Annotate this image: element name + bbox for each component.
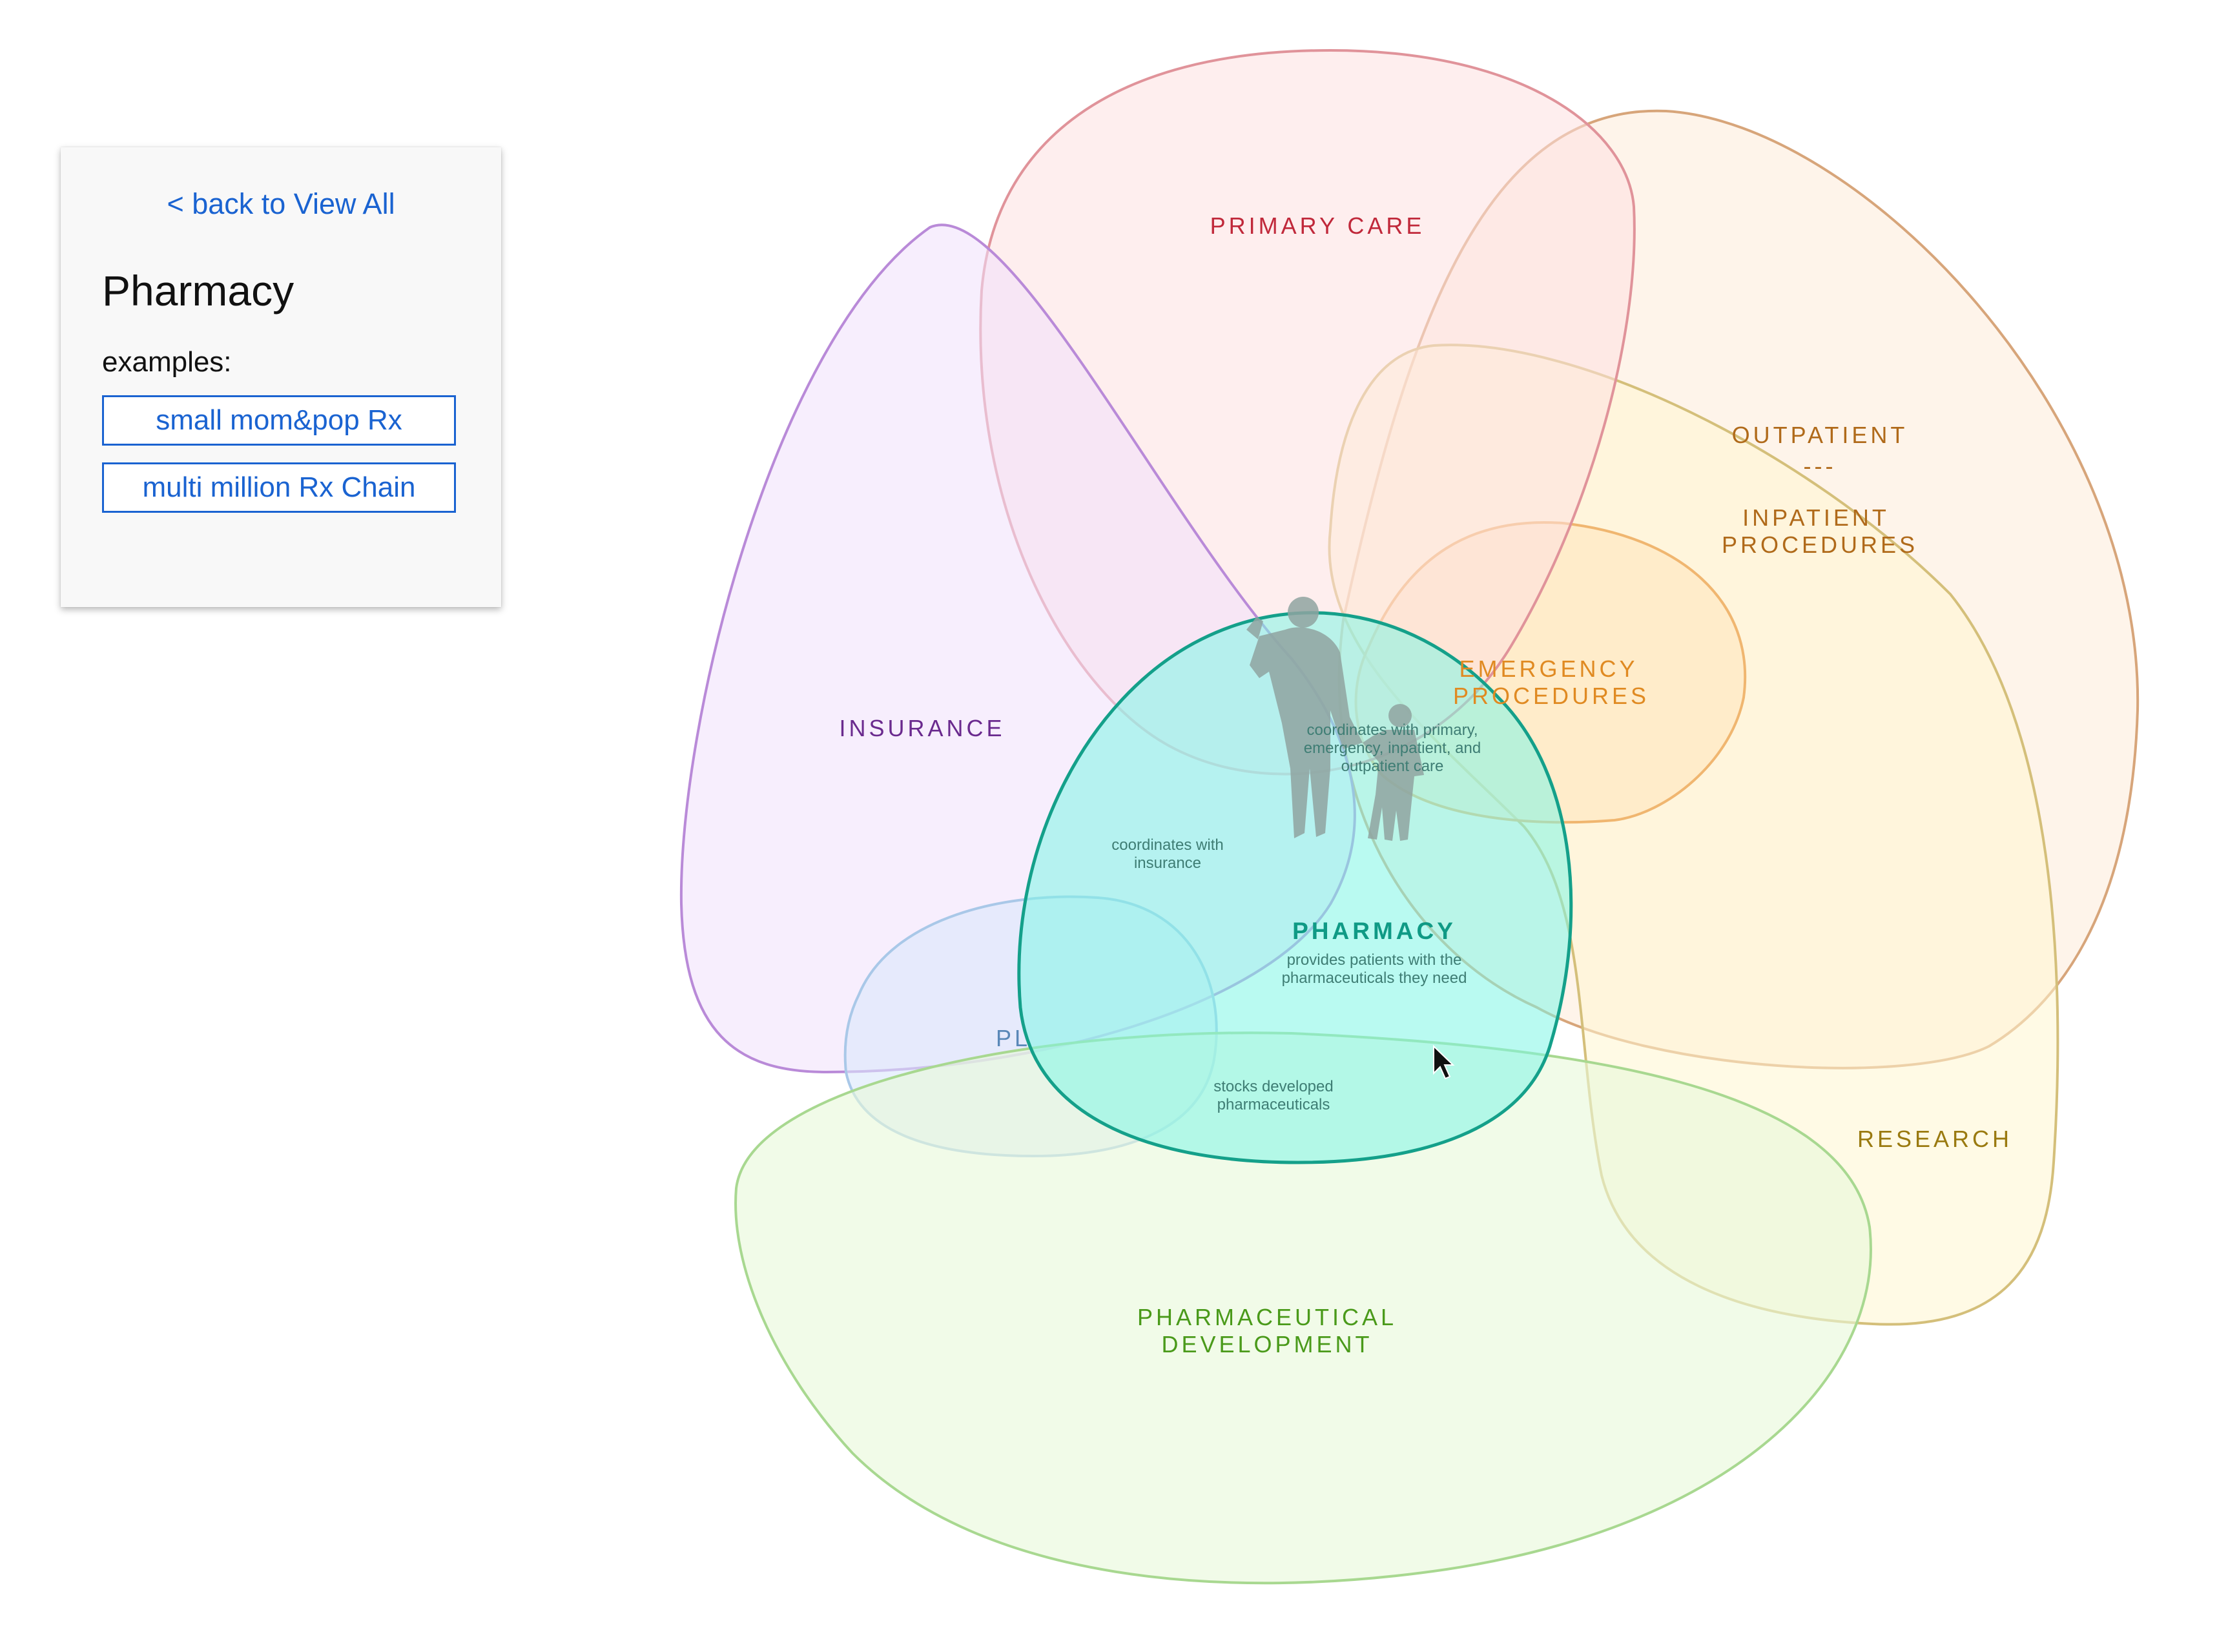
note-care-line2: emergency, inpatient, and bbox=[1304, 739, 1481, 757]
label-pharma-dev-line2: DEVELOPMENT bbox=[1161, 1331, 1372, 1358]
label-plans-partial: PL bbox=[996, 1025, 1031, 1051]
note-stocks-line1: stocks developed bbox=[1213, 1078, 1333, 1095]
cursor-arrow-icon bbox=[1433, 1044, 1455, 1080]
region-pharmacy[interactable] bbox=[1017, 611, 1573, 1164]
label-research: RESEARCH bbox=[1857, 1126, 2012, 1152]
label-outpatient: OUTPATIENT bbox=[1732, 422, 1908, 448]
example-button-multi-million-rx-chain[interactable]: multi million Rx Chain bbox=[102, 462, 456, 513]
note-insurance-line1: coordinates with bbox=[1111, 836, 1223, 854]
label-insurance: INSURANCE bbox=[839, 715, 1005, 741]
label-pharmacy: PHARMACY bbox=[1292, 918, 1456, 944]
note-pharmacy-line1: provides patients with the bbox=[1287, 951, 1462, 969]
label-pharma-dev-line1: PHARMACEUTICAL bbox=[1137, 1304, 1397, 1330]
label-inpatient-line1: INPATIENT bbox=[1742, 504, 1890, 531]
back-to-view-all-link[interactable]: < back to View All bbox=[167, 187, 395, 220]
note-insurance-line2: insurance bbox=[1134, 854, 1201, 872]
label-emergency-line1: EMERGENCY bbox=[1459, 656, 1638, 682]
panel-title: Pharmacy bbox=[102, 267, 294, 315]
example-button-small-mom-pop-rx[interactable]: small mom&pop Rx bbox=[102, 395, 456, 446]
label-primary-care: PRIMARY CARE bbox=[1210, 212, 1425, 239]
label-inpatient-line2: PROCEDURES bbox=[1722, 532, 1918, 558]
label-separator: --- bbox=[1804, 453, 1837, 479]
label-emergency-line2: PROCEDURES bbox=[1453, 683, 1649, 709]
examples-label: examples: bbox=[102, 346, 232, 378]
note-stocks-line2: pharmaceuticals bbox=[1217, 1096, 1330, 1113]
note-care-line3: outpatient care bbox=[1341, 758, 1444, 775]
family-silhouette-icon bbox=[1246, 597, 1424, 841]
note-care-line1: coordinates with primary, bbox=[1307, 721, 1478, 739]
note-pharmacy-line2: pharmaceuticals they need bbox=[1282, 969, 1467, 987]
info-panel bbox=[61, 147, 501, 607]
